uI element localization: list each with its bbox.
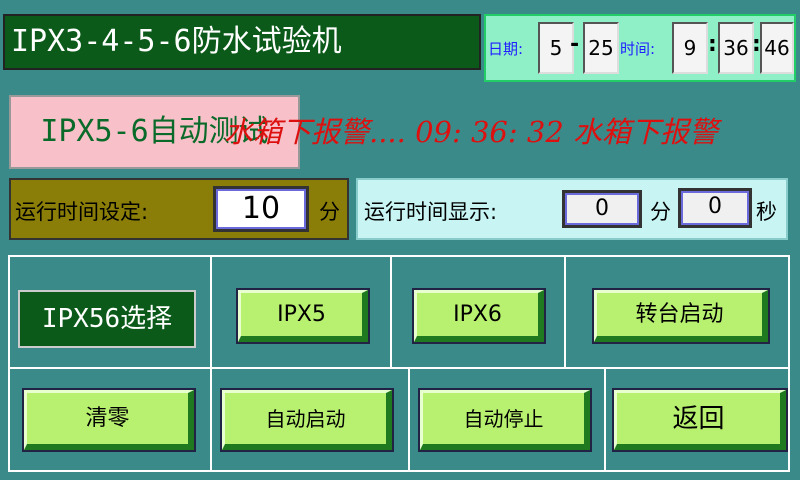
run-time-setting-panel: 运行时间设定: 10 分	[9, 178, 349, 240]
day-field: 25	[583, 22, 619, 74]
grid-border-middle	[8, 367, 790, 369]
ipx6-button[interactable]: IPX6	[412, 288, 546, 344]
date-label: 日期:	[488, 40, 524, 58]
hour-field: 9	[672, 22, 708, 74]
ipx5-button[interactable]: IPX5	[236, 288, 370, 344]
second-field: 46	[760, 22, 794, 74]
run-time-display-panel: 运行时间显示: 0 分 0 秒	[356, 178, 788, 240]
month-field: 5	[538, 22, 574, 74]
run-time-minutes-display: 0	[562, 190, 642, 228]
grid-divider	[210, 255, 212, 369]
back-button[interactable]: 返回	[612, 388, 788, 452]
time-label: 时间:	[620, 40, 656, 58]
time-separator-1: :	[708, 32, 717, 57]
auto-stop-button[interactable]: 自动停止	[418, 388, 592, 452]
grid-divider	[564, 255, 566, 369]
turntable-start-button[interactable]: 转台启动	[592, 288, 770, 344]
run-time-display-label: 运行时间显示:	[364, 200, 498, 224]
run-time-seconds-unit: 秒	[756, 200, 777, 224]
run-time-setting-label: 运行时间设定:	[15, 200, 149, 224]
datetime-panel: 日期: 5 - 25 时间: 9 : 36 : 46	[484, 14, 796, 82]
grid-border-top	[8, 255, 790, 257]
run-time-setting-unit: 分	[319, 200, 340, 224]
grid-border-right	[788, 255, 790, 472]
auto-start-button[interactable]: 自动启动	[220, 388, 394, 452]
run-time-seconds-display: 0	[678, 188, 752, 228]
run-time-setting-input[interactable]: 10	[213, 186, 309, 232]
grid-divider	[210, 367, 212, 472]
date-separator: -	[570, 32, 580, 57]
time-separator-2: :	[752, 32, 761, 57]
run-time-minutes-unit: 分	[650, 200, 671, 224]
grid-divider	[390, 255, 392, 369]
alarm-ticker: 水箱下报警.... 09: 36: 32 水箱下报警	[224, 108, 768, 156]
ipx56-select-label: IPX56选择	[18, 290, 196, 348]
grid-border-left	[8, 255, 10, 472]
grid-border-bottom	[8, 470, 790, 472]
mode-label: IPX5-6自动测试	[9, 95, 300, 169]
app-title: IPX3-4-5-6防水试验机	[3, 14, 481, 70]
minute-field: 36	[718, 22, 754, 74]
clear-button[interactable]: 清零	[22, 388, 196, 452]
alarm-text: 水箱下报警.... 09: 36: 32 水箱下报警	[224, 115, 718, 149]
grid-divider	[408, 367, 410, 472]
grid-divider	[604, 367, 606, 472]
